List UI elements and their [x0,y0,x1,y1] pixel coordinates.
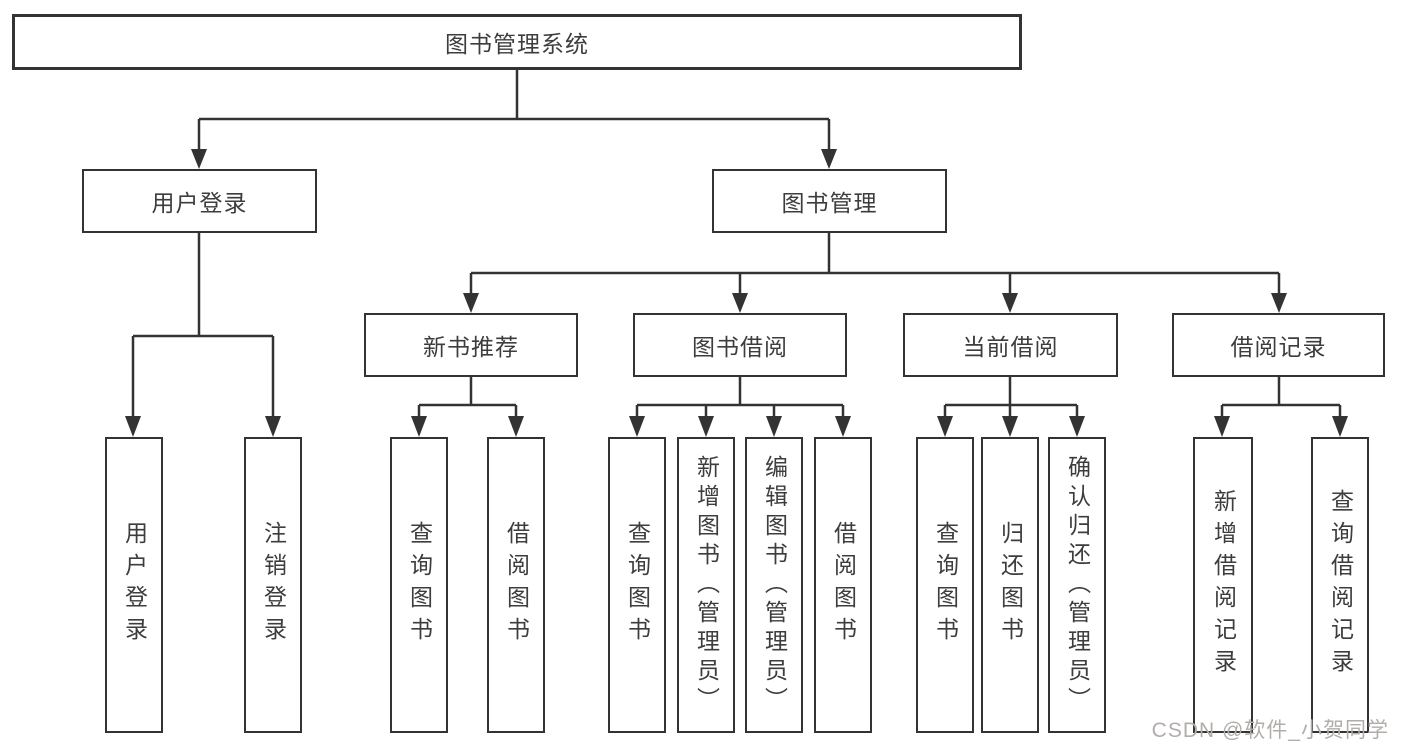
leaf-query-books-borrow: 查询图书 [608,437,666,733]
node-new-book-recommendation: 新书推荐 [364,313,578,377]
node-current-borrowing: 当前借阅 [903,313,1118,377]
node-user-login: 用户登录 [82,169,317,233]
leaf-add-books-admin: 新增图书（管理员） [677,437,735,733]
leaf-query-books-current: 查询图书 [916,437,974,733]
leaf-borrow-books: 借阅图书 [814,437,872,733]
node-book-borrowing: 图书借阅 [633,313,847,377]
leaf-logout: 注销登录 [244,437,302,733]
leaf-add-borrow-record: 新增借阅记录 [1193,437,1253,733]
node-book-management: 图书管理 [712,169,947,233]
leaf-query-books-recommend: 查询图书 [390,437,448,733]
node-borrowing-records: 借阅记录 [1172,313,1385,377]
node-library-management-system: 图书管理系统 [12,14,1022,70]
leaf-borrow-books-recommend: 借阅图书 [487,437,545,733]
leaf-return-books: 归还图书 [981,437,1039,733]
leaf-confirm-return-admin: 确认归还（管理员） [1048,437,1106,733]
csdn-watermark: CSDN @软件_小贺同学 [1151,719,1389,742]
leaf-query-borrow-record: 查询借阅记录 [1311,437,1369,733]
leaf-user-login: 用户登录 [105,437,163,733]
leaf-edit-books-admin: 编辑图书（管理员） [745,437,803,733]
